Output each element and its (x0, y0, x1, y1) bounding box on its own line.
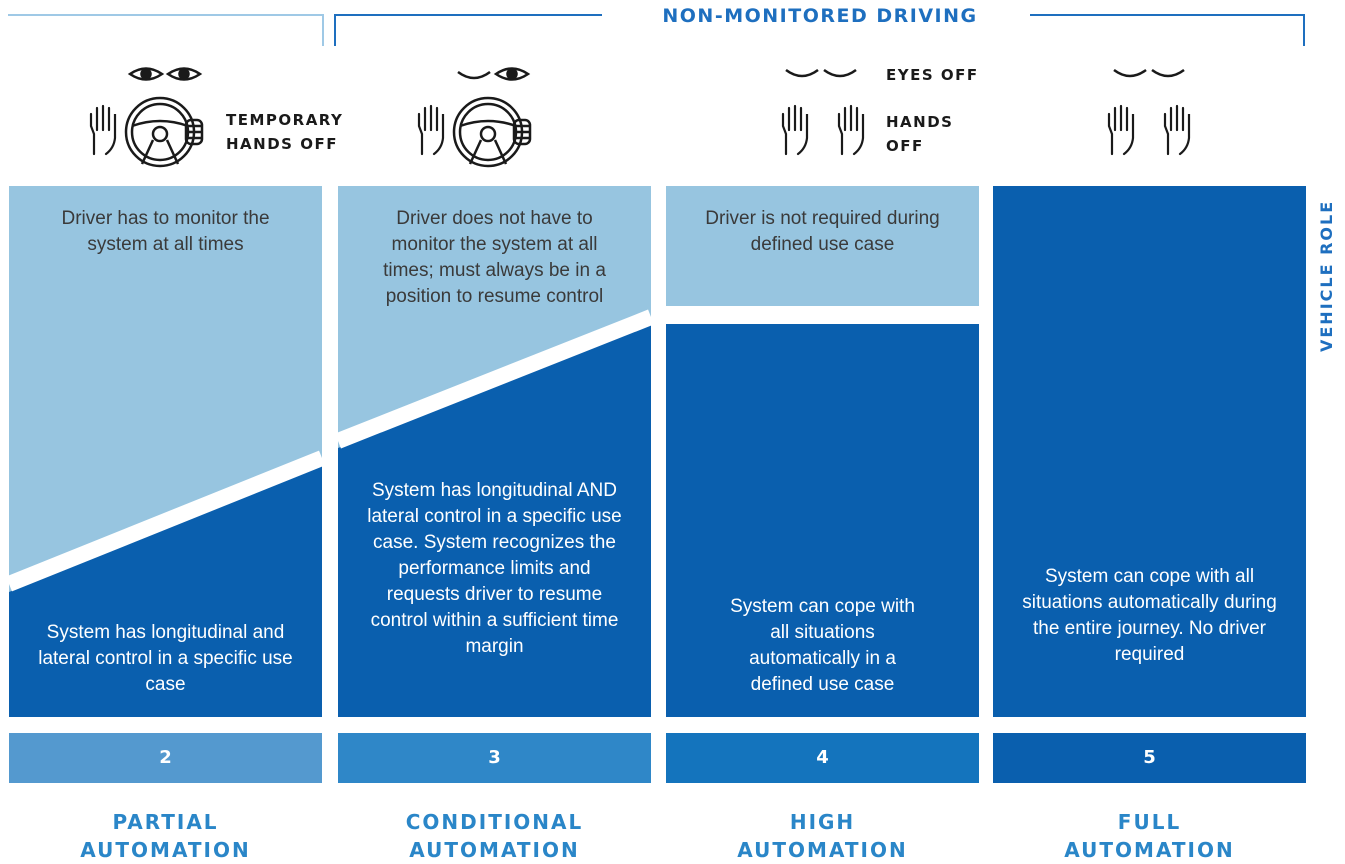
level-5-system-text: System can cope with all situations auto… (1022, 566, 1277, 665)
level-2-driver-text: Driver has to monitor the system at all … (61, 208, 270, 255)
eyes-closed-icon (1113, 68, 1185, 78)
level-5-number: 5 (993, 733, 1306, 783)
non-monitored-driving-title: NON-MONITORED DRIVING (662, 5, 978, 27)
non-monitored-bracket-left (334, 14, 602, 46)
level-3-driver-text: Driver does not have to monitor the syst… (383, 208, 606, 307)
hand-icon (417, 104, 445, 156)
raised-hand-icon (1163, 104, 1191, 156)
eyes-open-icon (127, 67, 203, 81)
level-3-column: Driver does not have to monitor the syst… (338, 186, 651, 717)
non-monitored-bracket-right (1030, 14, 1305, 46)
level-2-number: 2 (9, 733, 322, 783)
level-2-system-text: System has longitudinal and lateral cont… (38, 622, 293, 695)
level-4-number: 4 (666, 733, 979, 783)
level-4-driver-text: Driver is not required during defined us… (705, 208, 940, 255)
eyes-off-label: EYES OFF (886, 66, 979, 84)
level-5-column: System can cope with all situations auto… (993, 186, 1306, 717)
level-3-number: 3 (338, 733, 651, 783)
temporary-hands-off-label: TEMPORARY HANDS OFF (226, 111, 344, 153)
eyes-closed-icon (785, 68, 857, 78)
one-eye-open-icon (457, 67, 531, 81)
steering-wheel-with-hand-icon (124, 96, 204, 168)
hand-icon (89, 104, 117, 156)
steering-wheel-with-hand-icon (452, 96, 532, 168)
level-3-system-text: System has longitudinal AND lateral cont… (367, 480, 622, 657)
vehicle-role-label: VEHICLE ROLE (1317, 199, 1336, 353)
level-4-column: Driver is not required during defined us… (666, 186, 979, 717)
raised-hand-icon (837, 104, 865, 156)
level-2-column: Driver has to monitor the system at all … (9, 186, 322, 717)
hands-off-label: HANDS OFF (886, 113, 954, 155)
manual-driving-bracket (8, 14, 324, 46)
level-4-system-text: System can cope with all situations auto… (730, 596, 915, 695)
raised-hand-icon (1107, 104, 1135, 156)
raised-hand-icon (781, 104, 809, 156)
